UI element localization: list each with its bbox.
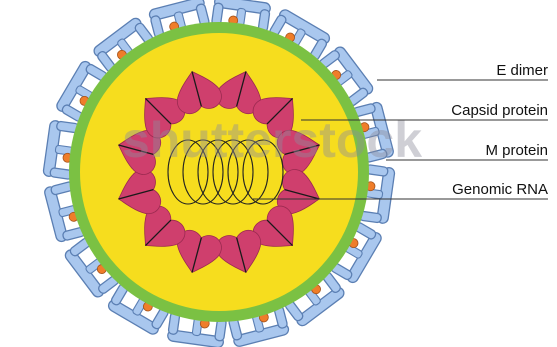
label-e-dimer: E dimer xyxy=(496,62,548,79)
watermark: shutterstock xyxy=(122,112,422,168)
label-m-protein: M protein xyxy=(485,142,548,159)
label-genomic-rna: Genomic RNA xyxy=(452,181,548,198)
label-capsid-protein: Capsid protein xyxy=(451,102,548,119)
capsid-interior xyxy=(80,33,358,311)
